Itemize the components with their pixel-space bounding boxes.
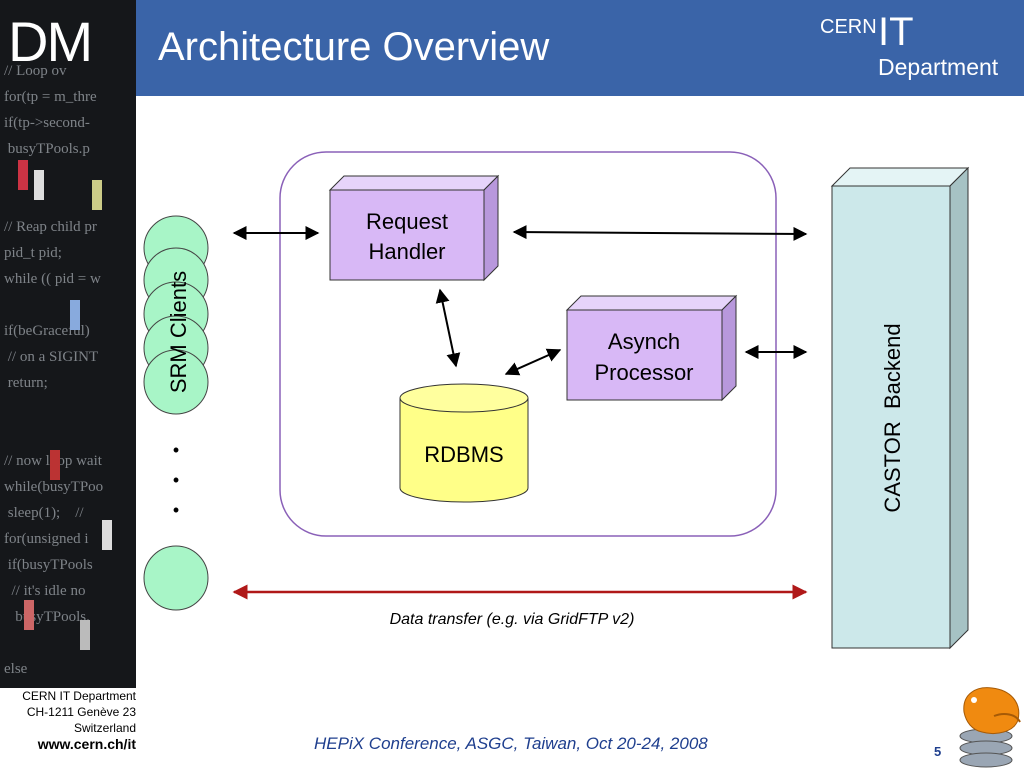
- rdbms-cylinder: [399, 383, 529, 503]
- code-line: return;: [4, 375, 48, 391]
- code-line: else: [4, 661, 28, 677]
- code-line: // on a SIGINT: [4, 349, 99, 365]
- arrow-rdbms-asynch-processor: [504, 348, 562, 376]
- cern-it-logo: CERN IT Department: [820, 10, 1016, 84]
- code-line: // it's idle no: [4, 583, 86, 599]
- arrow-request-handler-rdbms: [435, 288, 461, 368]
- srm-clients: [143, 215, 209, 611]
- code-line: for(tp = m_thre: [4, 89, 97, 105]
- ellipsis-dot: •: [173, 440, 179, 460]
- code-line: if(tp->second-: [4, 115, 90, 131]
- srm-client-circle: [143, 545, 209, 611]
- address-line: Switzerland: [73, 721, 136, 735]
- castor-backend-label: CASTOR Backend: [880, 323, 905, 512]
- ellipsis-dot: •: [173, 500, 179, 520]
- conference-footer: HEPiX Conference, ASGC, Taiwan, Oct 20-2…: [314, 734, 708, 753]
- data-transfer-label: Data transfer (e.g. via GridFTP v2): [390, 611, 635, 628]
- code-line: // Reap child pr: [4, 219, 97, 235]
- code-line: i++;: [4, 682, 103, 688]
- address-line: CH-1211 Genève 23: [26, 705, 136, 719]
- code-line: if(busyTPools: [4, 557, 93, 573]
- address-line: CERN IT Department: [22, 689, 136, 703]
- request-handler-label-1: Request: [366, 209, 448, 234]
- department-logo-text: Department: [878, 54, 999, 80]
- castor-backend-box: [830, 166, 970, 650]
- footer-address: CERN IT Department CH-1211 Genève 23 Swi…: [0, 688, 136, 752]
- dm-logo: DM: [8, 10, 93, 73]
- page-number: 5: [934, 744, 942, 759]
- code-line: busyTPools.p: [4, 141, 90, 157]
- code-line: while (( pid = w: [4, 271, 101, 287]
- code-line: sleep(1); //: [4, 505, 84, 521]
- srm-server-boundary: [279, 151, 777, 537]
- page-title: Architecture Overview: [158, 25, 550, 69]
- srm-client-circle: [143, 349, 209, 415]
- asynch-processor-label-2: Processor: [594, 360, 693, 385]
- srm-clients-label: SRM Clients: [166, 271, 191, 393]
- asynch-processor-box: [565, 294, 738, 402]
- code-line: while(busyTPoo: [4, 479, 104, 495]
- code-line: pid_t pid;: [4, 245, 62, 261]
- cern-logo-text: CERN: [820, 16, 877, 38]
- header-bar: Architecture Overview CERN IT Department: [136, 0, 1024, 96]
- asynch-processor-label-1: Asynch: [608, 329, 680, 354]
- code-line: for(unsigned i: [4, 531, 89, 547]
- website-link[interactable]: www.cern.ch/it: [37, 736, 136, 752]
- beaver-logo-icon: [959, 687, 1021, 768]
- it-logo-text: IT: [878, 10, 914, 54]
- rdbms-label: RDBMS: [424, 442, 503, 467]
- ellipsis-dot: •: [173, 470, 179, 490]
- code-line: // Loop ov: [4, 63, 67, 79]
- code-line: if(beGraceful): [4, 323, 90, 339]
- request-handler-box: [328, 174, 500, 282]
- request-handler-label-2: Handler: [368, 239, 445, 264]
- arrow-request-handler-backend: [512, 225, 808, 241]
